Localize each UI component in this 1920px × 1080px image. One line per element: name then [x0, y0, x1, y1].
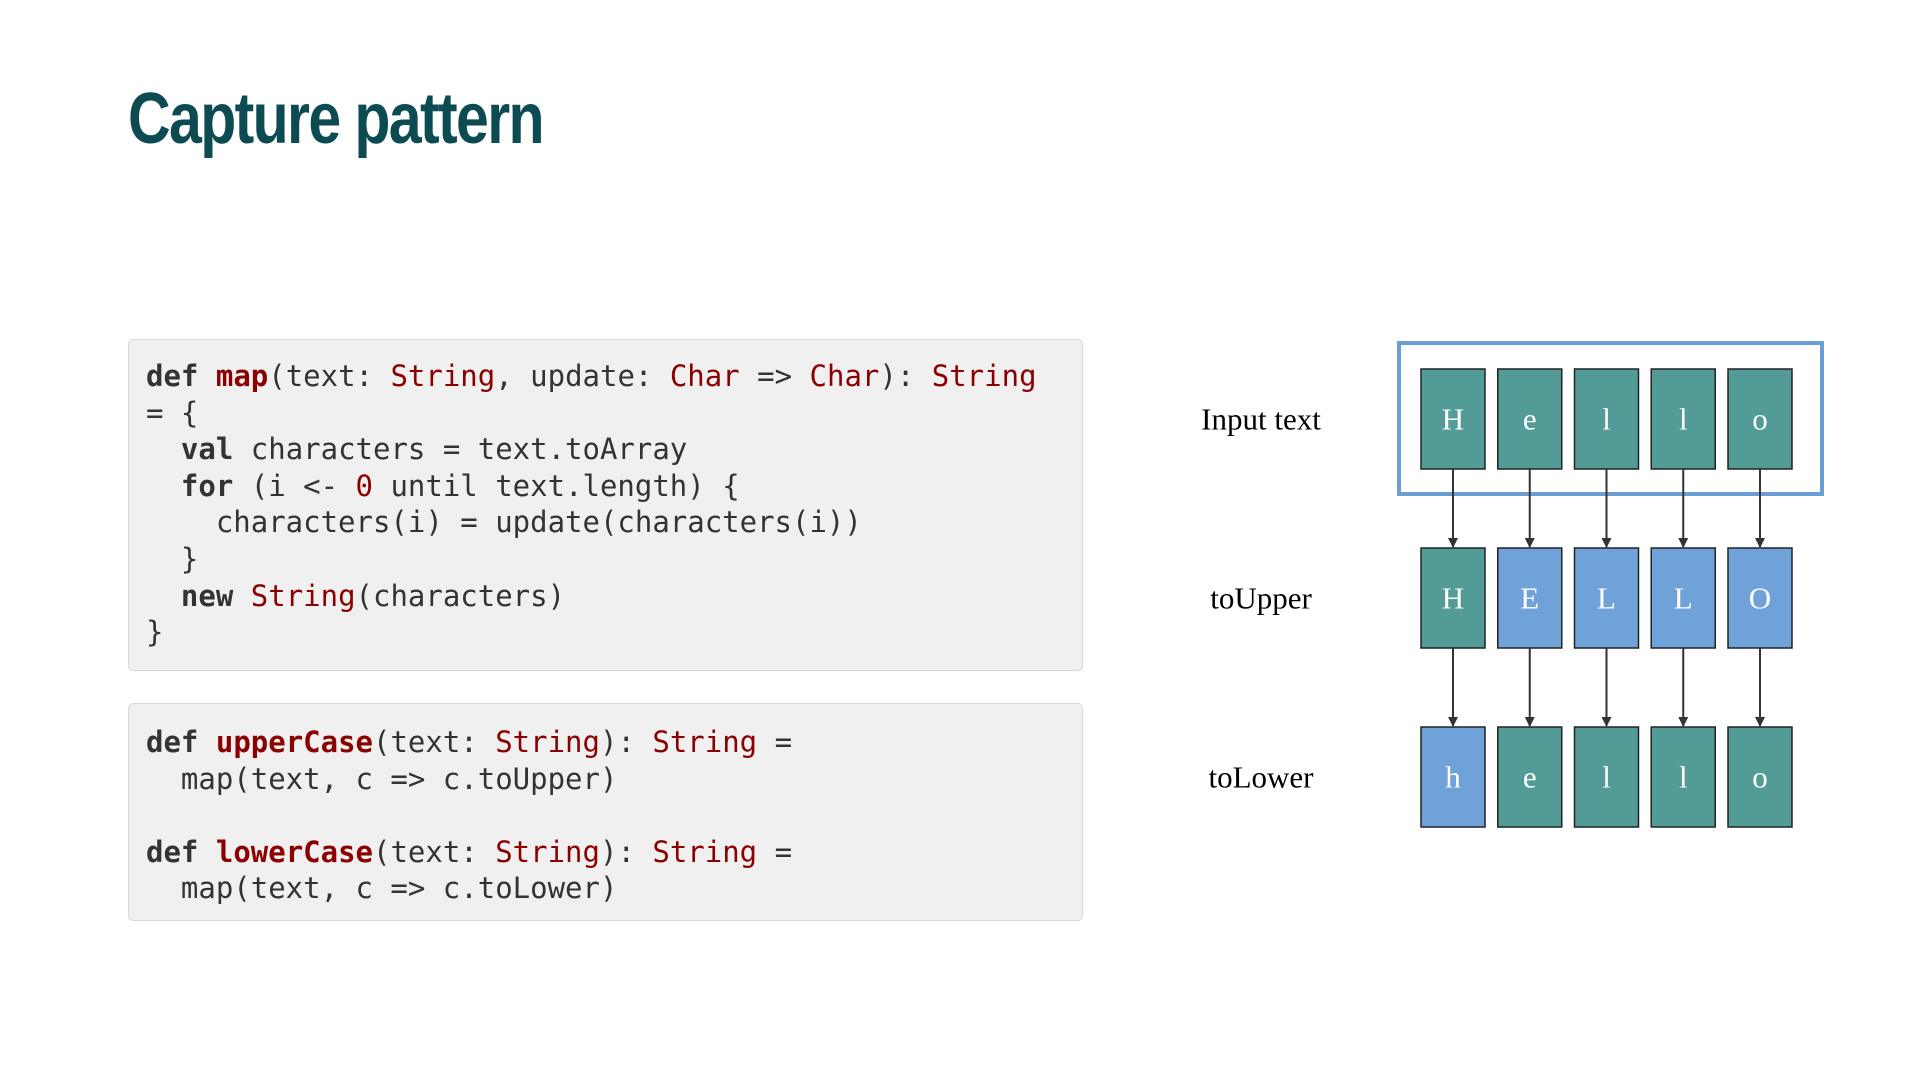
code-token: ):: [879, 359, 932, 393]
slide-title: Capture pattern: [128, 79, 545, 159]
char-cell: [1573, 547, 1640, 649]
char-cell-label: L: [1597, 581, 1616, 616]
code-token: upperCase: [215, 725, 373, 759]
code-token: =>: [739, 359, 810, 393]
char-cell: [1573, 368, 1640, 470]
char-cell: [1727, 547, 1793, 649]
code-token: (text:: [373, 834, 496, 869]
code-token: , update:: [495, 359, 670, 393]
code-token: String: [495, 834, 600, 869]
code-token: ):: [599, 834, 653, 869]
code-token: String: [250, 578, 356, 613]
code-token: }: [146, 541, 199, 576]
code-token: String: [390, 359, 496, 393]
code-token: (i <-: [233, 468, 356, 503]
char-cell: [1497, 368, 1563, 470]
char-cell-label: O: [1749, 581, 1771, 616]
code-token: =: [757, 834, 793, 869]
code-token: map: [215, 359, 269, 393]
code-token: map(text, c => c.toUpper): [146, 761, 618, 796]
char-cell-label: l: [1679, 402, 1688, 437]
code-token: map(text, c => c.toLower): [146, 871, 618, 906]
code-line: map(text, c => c.toLower): [146, 870, 1065, 907]
char-cell: [1727, 368, 1793, 470]
input-highlight-box: [1397, 341, 1824, 496]
code-line: [146, 797, 1065, 834]
char-cell: [1497, 547, 1563, 649]
char-cell-label: H: [1442, 402, 1464, 437]
char-cell: [1650, 726, 1716, 828]
code-token: def: [146, 359, 199, 393]
code-line: new String(characters): [146, 578, 1065, 615]
code-token: (text:: [373, 725, 496, 759]
char-cell-label: E: [1520, 581, 1539, 616]
code-token: Char: [669, 359, 740, 393]
code-token: [146, 579, 181, 613]
char-cell-label: l: [1602, 402, 1611, 437]
char-cell: [1650, 547, 1716, 649]
code-line: def map(text: String, update: Char => Ch…: [146, 358, 1065, 395]
code-line: def upperCase(text: String): String =: [146, 724, 1065, 761]
code-token: }: [146, 615, 164, 650]
code-token: = {: [146, 395, 199, 430]
code-line: = {: [146, 395, 1065, 432]
char-cell: [1420, 547, 1486, 649]
code-token: def: [146, 725, 199, 759]
code-token: [198, 835, 215, 869]
code-line: val characters = text.toArray: [146, 431, 1065, 468]
code-token: [233, 579, 250, 613]
code-block-map: def map(text: String, update: Char => Ch…: [128, 339, 1083, 671]
char-cell: [1497, 726, 1563, 828]
row-label: toUpper: [1210, 581, 1312, 616]
code-token: String: [652, 834, 758, 869]
code-line: map(text, c => c.toUpper): [146, 761, 1065, 798]
code-token: String: [495, 725, 600, 759]
row-label: Input text: [1201, 402, 1321, 437]
char-cell-label: o: [1752, 402, 1768, 437]
code-token: =: [757, 725, 793, 759]
code-token: val: [180, 432, 234, 467]
char-cell-label: e: [1523, 402, 1537, 437]
code-token: Char: [809, 359, 880, 393]
code-token: String: [931, 359, 1037, 393]
code-token: def: [146, 834, 199, 869]
code-block-case-functions: def upperCase(text: String): String = ma…: [128, 703, 1083, 921]
code-line: }: [146, 614, 1065, 651]
code-token: until text.length) {: [373, 468, 740, 503]
code-token: String: [652, 725, 758, 759]
char-cell-label: L: [1674, 581, 1693, 616]
char-cell-label: o: [1752, 760, 1768, 795]
code-token: [146, 469, 181, 503]
char-cell: [1420, 726, 1486, 828]
row-label: toLower: [1208, 760, 1314, 795]
char-cell-label: h: [1445, 760, 1461, 795]
code-token: characters = text.toArray: [233, 432, 688, 467]
code-token: (text:: [268, 359, 391, 393]
code-token: 0: [355, 468, 373, 503]
code-line: }: [146, 541, 1065, 578]
code-map-text: def map(text: String, update: Char => Ch…: [146, 358, 1065, 651]
char-cell-label: l: [1602, 760, 1611, 795]
code-token: [198, 725, 215, 759]
code-token: lowerCase: [215, 834, 373, 869]
char-cell: [1573, 726, 1640, 828]
code-line: characters(i) = update(characters(i)): [146, 504, 1065, 541]
code-line: def lowerCase(text: String): String =: [146, 834, 1065, 871]
char-cell: [1727, 726, 1793, 828]
code-token: [198, 359, 215, 393]
code-token: [146, 432, 181, 466]
code-line: for (i <- 0 until text.length) {: [146, 468, 1065, 505]
code-case-text: def upperCase(text: String): String = ma…: [146, 724, 1065, 907]
char-cell-label: H: [1442, 581, 1464, 616]
char-cell-label: l: [1679, 760, 1688, 795]
code-token: new: [180, 578, 234, 613]
code-token: ):: [599, 725, 653, 759]
code-token: (characters): [355, 578, 566, 613]
code-token: for: [180, 468, 234, 503]
code-token: characters(i) = update(characters(i)): [146, 505, 862, 540]
char-cell-label: e: [1523, 760, 1537, 795]
